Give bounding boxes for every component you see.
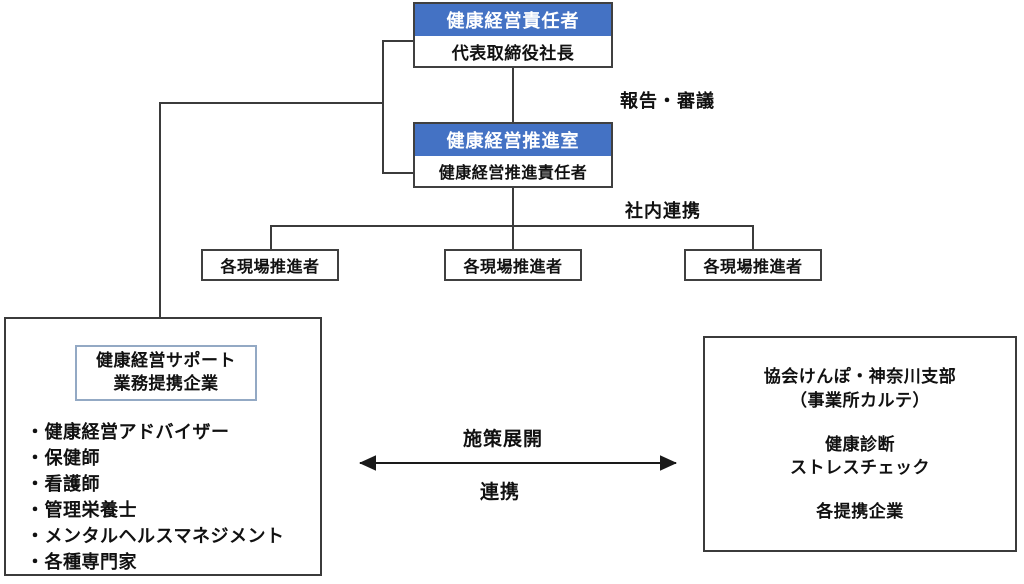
label-internal-cooperation: 社内連携 (625, 201, 701, 222)
panel-kyokai-kenpo-kanagawa: 協会けんぽ・神奈川支部 （事業所カルテ） 健康診断 ストレスチェック 各提携企業 (703, 336, 1017, 552)
bidirectional-arrow-icon (359, 455, 677, 471)
box-health-management-officer-header: 健康経営責任者 (415, 4, 611, 36)
support-bullet-item: ・保健師 (26, 448, 100, 470)
connector-bracket-stub-office (382, 172, 415, 174)
box-site-promoter-1: 各現場推進者 (201, 249, 339, 281)
support-bullet-item: ・各種専門家 (26, 552, 137, 574)
connector-office-to-promoters (512, 188, 514, 250)
connector-to-support-panel-vertical (159, 102, 161, 318)
partner-line-2: （事業所カルテ） (790, 390, 930, 411)
connector-bracket-to-support-horizontal (159, 102, 384, 104)
connector-promoter-drop-right (752, 225, 754, 250)
box-health-management-promotion-office-header: 健康経営推進室 (415, 124, 611, 156)
box-site-promoter-3: 各現場推進者 (684, 249, 822, 281)
support-bullet-list: ・健康経営アドバイザー ・保健師 ・看護師 ・管理栄養士 ・メンタルヘルスマネジ… (26, 420, 284, 577)
support-bullet-item: ・看護師 (26, 474, 100, 496)
label-report-deliberation: 報告・審議 (620, 91, 715, 112)
support-title-line-2: 業務提携企業 (113, 374, 219, 394)
support-bullet-item: ・健康経営アドバイザー (26, 422, 230, 443)
partner-line-3: 健康診断 (825, 434, 895, 455)
partner-spacer-2 (705, 481, 1015, 501)
partner-line-4: ストレスチェック (790, 458, 930, 479)
label-policy-deployment: 施策展開 (463, 428, 544, 450)
support-bullet-item: ・管理栄養士 (26, 500, 137, 522)
support-bullet-item: ・メンタルヘルスマネジメント (26, 526, 285, 548)
partner-line-5: 各提携企業 (816, 502, 904, 523)
inner-box-support-partner-title: 健康経営サポート 業務提携企業 (75, 345, 257, 401)
box-health-management-officer: 健康経営責任者 代表取締役社長 (413, 2, 613, 68)
partner-line-1: 協会けんぽ・神奈川支部 (763, 367, 957, 387)
connector-promoter-drop-left (270, 225, 272, 250)
connector-left-bracket-vertical (382, 40, 384, 174)
label-cooperation: 連携 (480, 481, 521, 503)
partner-panel-text: 協会けんぽ・神奈川支部 （事業所カルテ） 健康診断 ストレスチェック 各提携企業 (705, 366, 1015, 525)
connector-ceo-to-office (512, 66, 514, 124)
box-health-management-officer-body: 代表取締役社長 (451, 43, 575, 64)
box-health-management-promotion-office: 健康経営推進室 健康経営推進責任者 (413, 122, 613, 188)
support-title-line-1: 健康経営サポート (96, 351, 236, 372)
connector-promoter-distribution-bar (270, 225, 754, 227)
partner-spacer-1 (705, 414, 1015, 434)
panel-health-management-support: 健康経営サポート 業務提携企業 ・健康経営アドバイザー ・保健師 ・看護師 ・管… (4, 317, 322, 576)
box-health-management-promotion-office-body: 健康経営推進責任者 (438, 163, 588, 182)
connector-bracket-stub-ceo (382, 40, 415, 42)
box-site-promoter-2: 各現場推進者 (444, 249, 582, 281)
arrow-bidirectional-support-partner (348, 452, 688, 478)
